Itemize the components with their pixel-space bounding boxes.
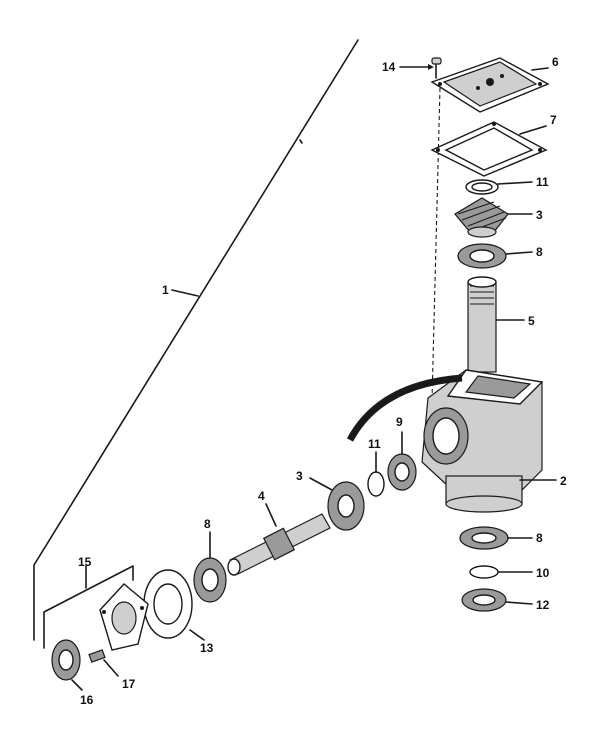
callout-8-mid: 8 <box>204 517 211 531</box>
callout-11-mid: 11 <box>368 437 381 451</box>
callout-9: 9 <box>396 415 403 429</box>
callout-15: 15 <box>78 555 92 569</box>
callout-11-top: 11 <box>536 175 549 189</box>
callout-7: 7 <box>550 113 557 127</box>
assembly-bracket-line <box>33 39 359 641</box>
callout-3-mid: 3 <box>296 469 303 483</box>
part-retaining-ring-11-top <box>465 179 533 195</box>
callout-4: 4 <box>258 489 265 503</box>
part-bevel-gear-3-mid <box>309 477 365 531</box>
callout-8-bottom: 8 <box>536 531 543 545</box>
part-bearing-8-mid <box>193 531 227 603</box>
callout-10: 10 <box>536 566 550 580</box>
part-screw-14 <box>399 57 442 79</box>
bracket-tick <box>299 139 303 144</box>
part-screw-17 <box>88 649 119 677</box>
part-bevel-gear-3-top <box>454 197 533 238</box>
callout-12: 12 <box>536 598 550 612</box>
part-shaft-5 <box>467 276 525 373</box>
part-housing-2 <box>421 369 557 513</box>
callout-5: 5 <box>528 314 535 328</box>
callout-14: 14 <box>382 60 396 74</box>
alignment-line <box>431 87 441 401</box>
callout-8-top: 8 <box>536 245 543 259</box>
part-snap-ring-10 <box>469 565 533 579</box>
part-pinion-shaft-4 <box>227 503 331 576</box>
part-gasket-7 <box>430 121 548 177</box>
callout-1: 1 <box>162 283 169 297</box>
callout-6: 6 <box>552 55 559 69</box>
callout-3-top: 3 <box>536 208 543 222</box>
part-seal-12 <box>461 588 533 612</box>
part-bearing-9 <box>387 431 417 491</box>
part-retaining-ring-11-mid <box>367 451 385 497</box>
assembly-direction-arrow <box>346 374 463 442</box>
part-flange-15 <box>99 583 149 651</box>
part-bearing-8-bottom <box>459 526 533 550</box>
part-cover-plate-6 <box>430 57 550 113</box>
callout-16: 16 <box>80 693 94 707</box>
part-seal-16 <box>51 639 83 691</box>
callout-13: 13 <box>200 641 214 655</box>
part-gasket-13 <box>143 569 205 641</box>
group-bracket-15 <box>43 565 134 649</box>
callout-17: 17 <box>122 677 136 691</box>
callout-2: 2 <box>560 474 567 488</box>
part-bearing-8-top <box>457 243 533 269</box>
leader-1 <box>171 289 199 297</box>
